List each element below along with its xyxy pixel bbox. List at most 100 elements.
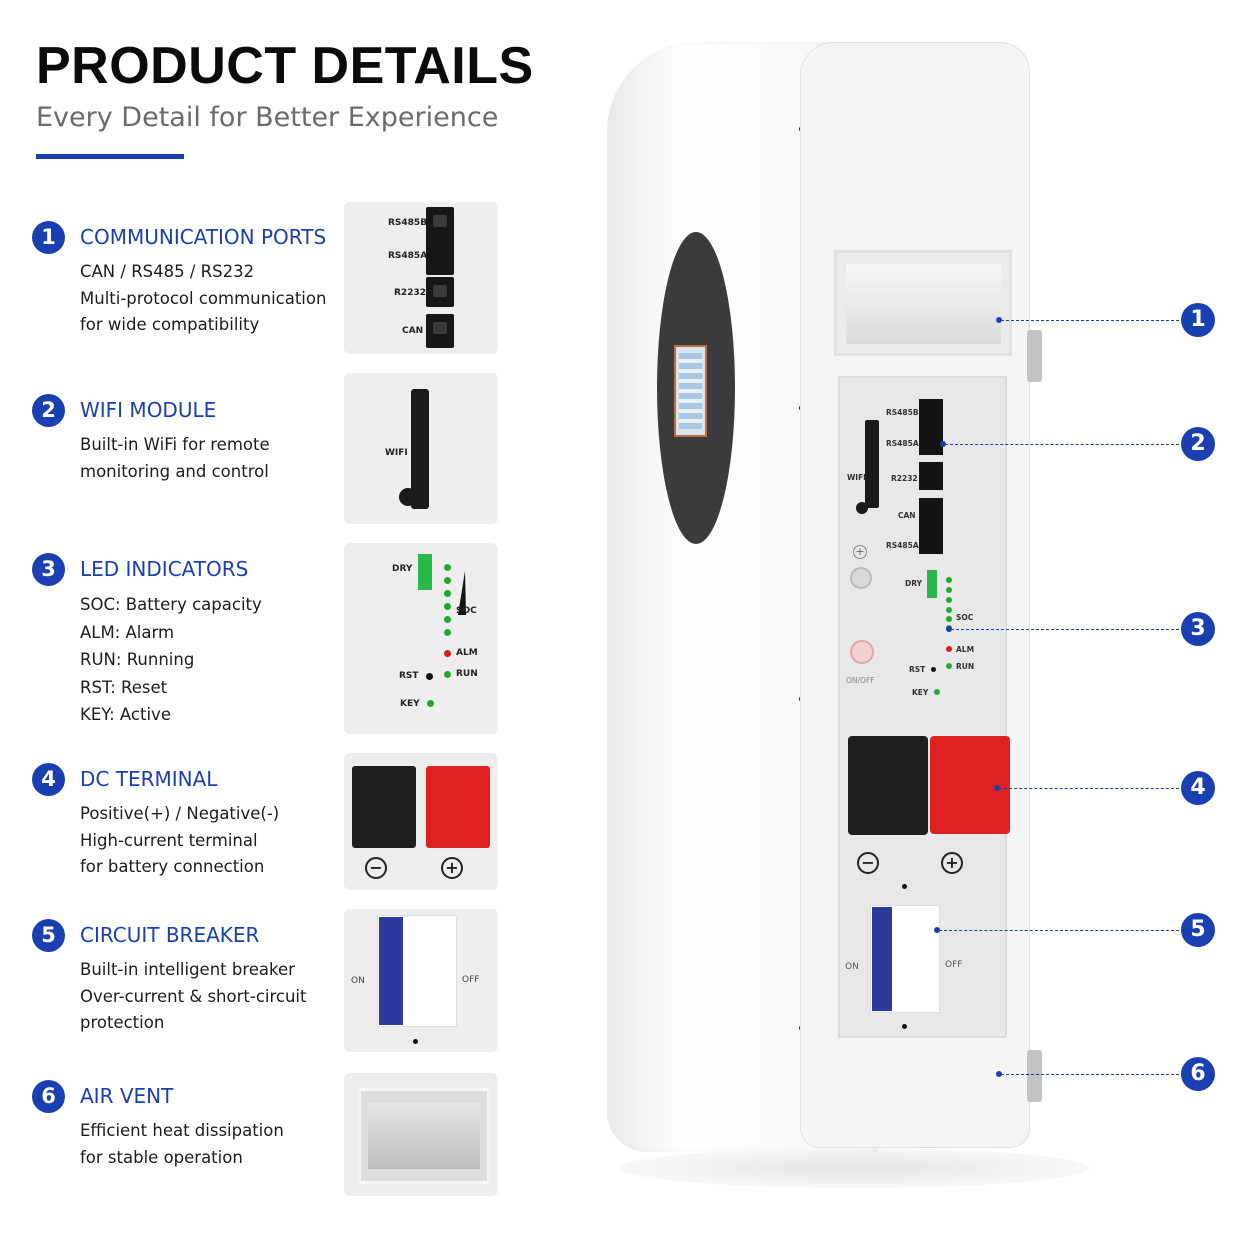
key-led: [427, 700, 434, 707]
lcd-screen-icon: [674, 345, 707, 437]
soc-led: [444, 616, 451, 623]
callout-badge-5: 5: [1181, 913, 1215, 947]
feature-line: Efficient heat dissipation: [80, 1121, 284, 1140]
ground-screw-icon: [850, 567, 872, 589]
device-key-label: KEY: [912, 688, 929, 697]
callout-badge-3: 3: [1181, 612, 1215, 646]
callout-anchor-dot: [934, 927, 940, 933]
alm-led: [444, 650, 451, 657]
device-rj45-jack-icon: [919, 498, 943, 554]
device-rst-label: RST: [909, 665, 926, 674]
thumb-circuit-breaker: ON OFF: [344, 909, 498, 1052]
dry-contact-connector-icon: [418, 554, 432, 590]
feature-line: RUN: Running: [80, 650, 195, 669]
ground-symbol-icon: +: [853, 545, 867, 559]
feature-title: AIR VENT: [80, 1084, 174, 1108]
device-breaker-off-label: OFF: [945, 960, 963, 970]
device-wifi-antenna-icon: [856, 420, 879, 514]
device-run-label: RUN: [956, 662, 975, 671]
feature-description: Built-in intelligent breaker Over-curren…: [80, 957, 306, 1037]
run-led: [444, 671, 451, 678]
soc-label: SOC: [456, 606, 477, 616]
feature-title: COMMUNICATION PORTS: [80, 225, 327, 249]
soc-led: [444, 577, 451, 584]
device-port-label: RS485A: [886, 541, 919, 550]
port-label: R2232: [394, 288, 426, 298]
feature-line: Built-in WiFi for remote: [80, 435, 270, 454]
rj45-jack-icon: [426, 207, 454, 275]
callout-badge-2: 2: [1181, 427, 1215, 461]
soc-led: [444, 564, 451, 571]
feature-line: for stable operation: [80, 1147, 243, 1167]
callout-badge-1: 1: [1181, 303, 1215, 337]
minus-icon: −: [365, 857, 387, 879]
negative-terminal: [352, 766, 416, 848]
feature-description: SOC: Battery capacity ALM: Alarm RUN: Ru…: [80, 591, 262, 729]
feature-line: High-current terminal: [80, 830, 258, 850]
key-label: KEY: [400, 699, 420, 709]
soc-led: [444, 603, 451, 610]
feature-line: protection: [80, 1013, 165, 1032]
device-air-vent-opening: [846, 264, 1001, 344]
device-alm-led: [946, 646, 952, 652]
device-shadow: [620, 1148, 1090, 1188]
device-port-label: RS485A: [886, 439, 919, 448]
feature-description: Positive(+) / Negative(-) High-current t…: [80, 801, 279, 881]
feature-line: for battery connection: [80, 857, 265, 876]
device-alm-label: ALM: [956, 645, 975, 654]
onoff-label: ON/OFF: [846, 676, 875, 685]
feature-number-badge: 6: [32, 1080, 65, 1113]
device-minus-icon: −: [857, 852, 879, 874]
device-rj45-jack-icon: [919, 399, 943, 455]
soc-level-wedge-icon: [458, 571, 466, 615]
feature-line: Built-in intelligent breaker: [80, 960, 295, 979]
device-port-label: CAN: [898, 511, 916, 520]
callout-leader-line: [999, 788, 1179, 789]
feature-line: ALM: Alarm: [80, 622, 175, 642]
feature-line: SOC: Battery capacity: [80, 595, 262, 614]
page-title: PRODUCT DETAILS: [36, 37, 534, 95]
rj45-jack-icon: [426, 314, 454, 348]
soc-led: [444, 590, 451, 597]
feature-description: Efficient heat dissipation for stable op…: [80, 1118, 284, 1171]
run-label: RUN: [456, 669, 478, 679]
port-label: RS485A: [388, 251, 428, 261]
device-rst-button-icon: [931, 667, 936, 672]
thumb-dc-terminal: − +: [344, 753, 498, 890]
callout-anchor-dot: [994, 785, 1000, 791]
thumb-air-vent: [344, 1073, 498, 1196]
device-soc-led: [946, 577, 952, 583]
mounting-bracket: [1027, 1050, 1042, 1102]
device-soc-led: [946, 616, 952, 622]
feature-title: CIRCUIT BREAKER: [80, 923, 260, 947]
breaker-switch-icon: [379, 917, 403, 1025]
feature-number-badge: 2: [32, 394, 65, 427]
callout-anchor-dot: [946, 626, 952, 632]
callout-leader-line: [1001, 320, 1179, 321]
device-soc-led: [946, 587, 952, 593]
feature-description: Built-in WiFi for remote monitoring and …: [80, 432, 270, 485]
rj45-jack-icon: [426, 277, 454, 307]
breaker-off-label: OFF: [462, 975, 480, 985]
screw-icon: [902, 884, 907, 889]
callout-anchor-dot: [940, 441, 946, 447]
device-soc-label: SOC: [956, 613, 974, 622]
callout-leader-line: [945, 444, 1179, 445]
feature-description: CAN / RS485 / RS232 Multi-protocol commu…: [80, 259, 326, 339]
callout-leader-line: [951, 629, 1179, 630]
callout-anchor-dot: [996, 317, 1002, 323]
feature-number-badge: 1: [32, 221, 65, 254]
callout-badge-6: 6: [1181, 1057, 1215, 1091]
soc-led: [444, 629, 451, 636]
feature-number-badge: 3: [32, 553, 65, 586]
wifi-antenna-icon: [399, 389, 429, 509]
wifi-label: WIFI: [385, 448, 408, 458]
device-key-led: [934, 689, 940, 695]
feature-line: KEY: Active: [80, 705, 171, 724]
power-switch-button[interactable]: [850, 640, 874, 664]
device-wifi-label: WIFI: [847, 473, 866, 482]
callout-anchor-dot: [996, 1071, 1002, 1077]
device-run-led: [946, 663, 952, 669]
feature-line: monitoring and control: [80, 461, 269, 481]
feature-title: WIFI MODULE: [80, 398, 217, 422]
